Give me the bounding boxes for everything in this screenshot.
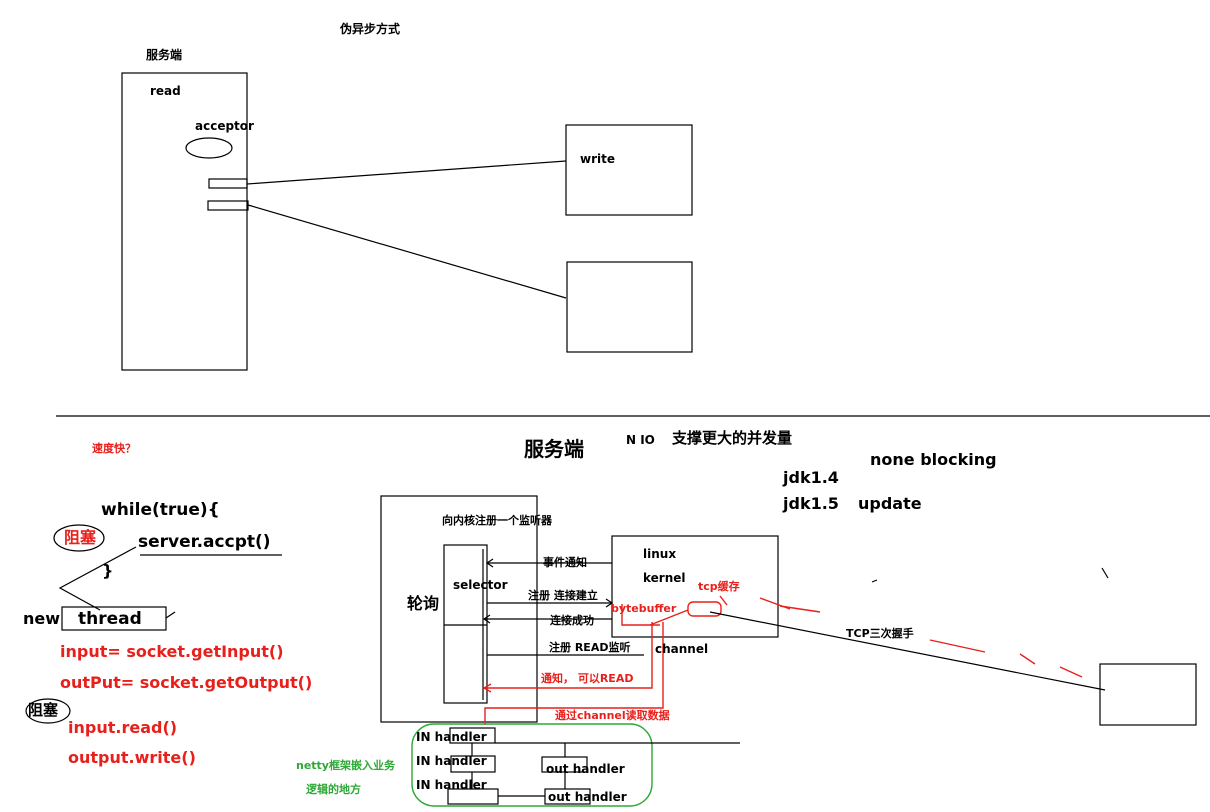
code-input-line: input= socket.getInput(): [60, 642, 284, 661]
link-to-client-2: [247, 204, 567, 299]
write-label: write: [580, 152, 615, 166]
event-notify-label: 事件通知: [543, 556, 587, 569]
netty-note-line1: netty框架嵌入业务: [296, 759, 395, 772]
netty-note-line2: 逻辑的地方: [306, 783, 361, 796]
code-read-line: input.read(): [68, 718, 178, 737]
write-box: [565, 124, 693, 216]
arrow-head-event: [485, 558, 494, 568]
channel-label: channel: [655, 642, 709, 656]
remote-client-box: [1099, 663, 1197, 726]
acceptor-label: acceptor: [195, 119, 254, 133]
speed-note: 速度快？: [92, 442, 136, 455]
red-dash-4: [1019, 653, 1036, 665]
tcp-handshake-line: [709, 611, 1106, 691]
red-arrow-head-notify: [482, 683, 492, 693]
register-read-label: 注册 READ监听: [549, 641, 631, 654]
top-title: 伪异步方式: [340, 22, 401, 36]
out-handler-label-1: out handler: [546, 762, 625, 776]
socket-slot-1: [208, 178, 248, 189]
tcp-cache-box: [687, 601, 722, 617]
code-close-brace: }: [102, 561, 114, 580]
notify-read-label: 通知， 可以READ: [541, 672, 634, 685]
selector-box: [443, 544, 488, 704]
code-while-line: while(true){: [101, 500, 220, 520]
link-to-write: [246, 160, 567, 185]
tcp-cache-label: tcp缓存: [698, 580, 740, 593]
read-label: read: [150, 84, 181, 98]
nio-label: N IO: [626, 434, 655, 446]
code-accept-line: server.accpt(): [138, 532, 271, 552]
read-via-channel-label: 通过channel读取数据: [555, 709, 670, 722]
code-blocking-1: 阻塞: [64, 528, 97, 547]
in-handler-box-2: [450, 755, 496, 773]
stray-mark-2: [1101, 567, 1109, 579]
in-handler-label-3: IN handler: [416, 778, 487, 792]
register-connect-label: 注册 连接建立: [528, 589, 598, 602]
bytebuffer-label: bytebuffer: [611, 602, 677, 615]
red-bytebuffer-bracket: [621, 604, 660, 626]
poll-label: 轮询: [407, 594, 440, 613]
red-buffer-link: [649, 609, 689, 626]
code-thread-label: thread: [78, 609, 142, 629]
jdk15-label: jdk1.5: [783, 494, 839, 513]
in-handler-label-1: IN handler: [416, 730, 487, 744]
blocking-circle-2: [25, 698, 71, 724]
top-server-box: [121, 72, 248, 371]
red-dash-5: [1059, 666, 1083, 678]
top-server-label: 服务端: [146, 48, 183, 62]
arrow-head-success: [482, 614, 491, 624]
jdk14-label: jdk1.4: [783, 468, 839, 487]
red-notify-read-path: [484, 622, 653, 689]
client-box-2: [566, 261, 693, 353]
update-label: update: [858, 494, 922, 513]
kernel-label: kernel: [643, 571, 686, 585]
kernel-box: [611, 535, 779, 638]
loop-bracket: [58, 546, 137, 611]
none-blocking-label: none blocking: [870, 450, 997, 469]
register-listener-label: 向内核注册一个监听器: [442, 514, 552, 527]
code-output-line: outPut= socket.getOutput(): [60, 673, 313, 692]
code-blocking-2: 阻塞: [28, 701, 59, 719]
thread-tick: [165, 611, 176, 619]
acceptor-ellipse: [185, 137, 233, 159]
nio-label-text: N IO: [626, 433, 655, 447]
linux-label: linux: [643, 547, 677, 561]
out-handler-label-2: out handler: [548, 790, 627, 804]
tcp-cache-pointer: [719, 595, 728, 606]
thread-box: [61, 606, 167, 631]
code-new-label: new: [23, 609, 61, 628]
in-handler-label-2: IN handler: [416, 754, 487, 768]
socket-slot-2: [207, 200, 249, 211]
nio-server-title: 服务端: [524, 437, 584, 461]
red-dash-2: [779, 605, 821, 613]
nio-server-box: [380, 495, 538, 723]
arrow-head-register: [605, 598, 614, 608]
red-dash-3: [929, 639, 986, 653]
tcp-handshake-label: TCP三次握手: [846, 627, 914, 640]
selector-label: selector: [453, 578, 508, 592]
code-write-line: output.write(): [68, 748, 196, 767]
stray-mark-1: [871, 579, 878, 583]
netty-pipeline-outline: [411, 723, 653, 807]
blocking-circle-1: [53, 524, 105, 552]
connect-success-label: 连接成功: [550, 614, 594, 627]
concurrency-label: 支撑更大的并发量: [672, 429, 793, 447]
red-read-channel-path: [484, 622, 664, 725]
